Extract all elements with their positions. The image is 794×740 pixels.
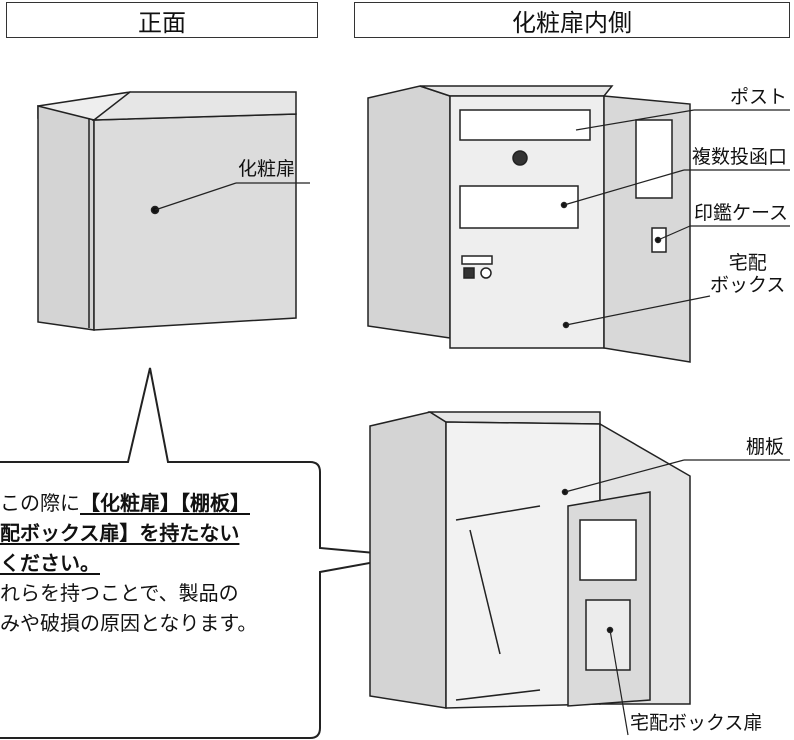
inside-cabinet [367,85,790,363]
callout-bubble [0,367,409,739]
label-delivery-box-door: 宅配ボックス扉 [630,712,762,734]
label-post: ポスト [730,86,787,108]
label-shelf-text: 棚板 [746,436,785,458]
label-multi-slot-text: 複数投函口 [692,146,788,168]
header-front-text: 正面 [138,8,186,37]
label-delivery-box-line1: 宅配 [728,252,767,274]
warning-line-4: れらを持つことで、製品の [0,581,239,605]
delivery-cabinet [369,411,790,736]
label-delivery-box-door-text: 宅配ボックス扉 [630,712,763,734]
warning-line-5: みや破損の原因となります。 [0,611,258,635]
warning-line-1-plain: この際に [0,491,80,515]
warning-note: この際に【化粧扉】【棚板】 配ボックス扉】を持たない ください。 れらを持つこと… [0,488,312,638]
header-inside: 化粧扉内側 [354,2,790,38]
label-delivery-box: 宅配 ボックス [710,252,785,296]
warning-line-2-emphasis: 配ボックス扉】を持たない [0,521,240,545]
label-delivery-box-line2: ボックス [710,274,786,296]
header-front: 正面 [6,2,318,38]
label-multi-slot: 複数投函口 [692,146,787,168]
header-inside-text: 化粧扉内側 [512,8,632,37]
label-seal-case-text: 印鑑ケース [694,202,789,224]
front-cabinet [37,91,310,331]
warning-line-3-emphasis: ください。 [0,551,100,575]
label-front-door-text: 化粧扉 [238,158,296,180]
label-front-door: 化粧扉 [238,158,295,180]
warning-line-1: この際に【化粧扉】【棚板】 [0,488,312,518]
warning-line-1-emphasis: 【化粧扉】【棚板】 [80,491,250,515]
label-shelf: 棚板 [746,436,784,458]
warning-line-3: ください。 [0,548,312,578]
label-post-text: ポスト [730,86,788,108]
label-seal-case: 印鑑ケース [694,202,788,224]
warning-line-2: 配ボックス扉】を持たない [0,518,312,548]
